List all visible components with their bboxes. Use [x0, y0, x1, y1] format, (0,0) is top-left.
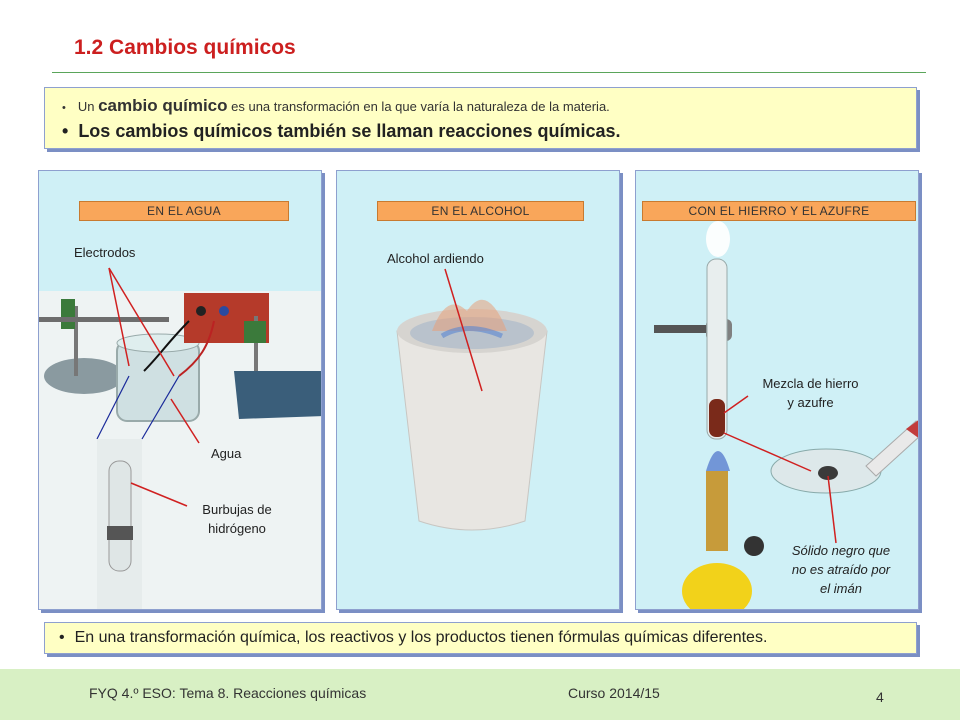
- panel-iron-sulfur: CON EL HIERRO Y EL AZUFRE Mezcla de hier…: [635, 170, 919, 610]
- page-number: 4: [876, 689, 884, 705]
- intro-line-2: • Los cambios químicos también se llaman …: [62, 121, 621, 142]
- label-bubbles-1: Burbujas de: [202, 502, 272, 517]
- label-burning-alcohol: Alcohol ardiendo: [387, 251, 484, 266]
- intro-prefix: Un: [77, 99, 99, 114]
- title-divider: [52, 72, 926, 73]
- crucible-illustration: [396, 268, 548, 531]
- label-bubbles-2: hidrógeno: [208, 521, 266, 536]
- label-black-solid-3: el imán: [820, 581, 862, 596]
- intro-definition: Los cambios químicos también se llaman r…: [78, 121, 621, 141]
- electrolysis-illustration: [39, 267, 321, 609]
- intro-rest: es una transformación en la que varía la…: [227, 99, 610, 114]
- intro-line-1: • Un cambio químico es una transformación…: [62, 96, 610, 116]
- label-black-solid-1: Sólido negro que: [791, 543, 891, 558]
- conclusion-box: • En una transformación química, los reac…: [44, 622, 917, 654]
- conclusion-text: En una transformación química, los react…: [74, 629, 768, 646]
- bullet-icon: •: [59, 629, 65, 646]
- panel-alcohol: EN EL ALCOHOL Alcohol ardiendo: [336, 170, 620, 610]
- bullet-icon: •: [62, 102, 66, 114]
- label-mixture-1: Mezcla de hierro: [762, 376, 859, 391]
- label-water: Agua: [211, 446, 242, 461]
- intro-box: • Un cambio químico es una transformación…: [44, 87, 917, 149]
- intro-term: cambio químico: [98, 96, 228, 115]
- bullet-icon: •: [62, 121, 69, 141]
- iron-sulfur-illustration: [654, 221, 918, 609]
- footer-year: Curso 2014/15: [568, 685, 660, 701]
- label-electrodes: Electrodos: [74, 245, 136, 260]
- tag-iron-sulfur: CON EL HIERRO Y EL AZUFRE: [642, 201, 916, 221]
- footer-course: FYQ 4.º ESO: Tema 8. Reacciones químicas: [89, 685, 367, 701]
- footer: FYQ 4.º ESO: Tema 8. Reacciones químicas…: [0, 669, 960, 720]
- tag-alcohol: EN EL ALCOHOL: [377, 201, 584, 221]
- tag-water: EN EL AGUA: [79, 201, 289, 221]
- label-black-solid-2: no es atraído por: [791, 562, 891, 577]
- slide-title: 1.2 Cambios químicos: [74, 36, 296, 59]
- panel-water: EN EL AGUA Electrodos Agua Burbujas de h…: [38, 170, 322, 610]
- label-mixture-2: y azufre: [787, 395, 834, 410]
